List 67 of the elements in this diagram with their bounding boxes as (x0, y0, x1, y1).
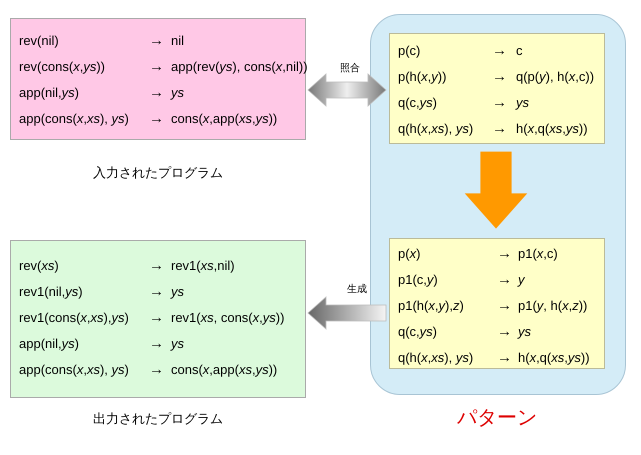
arrow-sign: → (149, 31, 165, 51)
rule-term: app(nil,ys) (19, 335, 80, 353)
pattern-panel (370, 14, 626, 395)
rule-term: ys (171, 84, 185, 102)
arrow-sign: → (149, 282, 165, 302)
rule-term: c (516, 42, 524, 60)
rule-term: rev(nil) (19, 32, 60, 50)
rule-term: app(cons(x,xs), ys) (19, 361, 130, 379)
block-arrow (307, 73, 387, 107)
arrow-sign: → (497, 348, 513, 368)
arrow-sign: → (149, 83, 165, 103)
rule-term: p1(y, h(x,z)) (518, 297, 588, 315)
arrow-sign: → (497, 244, 513, 264)
arrow-sign: → (492, 93, 508, 113)
rule-term: nil (171, 32, 186, 50)
rule-term: ys (171, 283, 185, 301)
arrow-sign: → (492, 119, 508, 139)
rule-term: app(cons(x,xs), ys) (19, 110, 130, 128)
rule-term: rev(cons(x,ys)) (19, 58, 106, 76)
rule-term: p1(c,y) (398, 271, 439, 289)
program-box (10, 18, 306, 140)
rule-term: rev1(nil,ys) (19, 283, 84, 301)
rule-term: h(x,q(xs,ys)) (518, 349, 591, 367)
rule-term: ys (171, 335, 185, 353)
rule-term: q(c,ys) (398, 323, 438, 341)
edge-label: 生成 (346, 282, 368, 296)
rule-term: p(x) (398, 245, 422, 263)
block-arrow (307, 296, 386, 330)
rule-term: p1(h(x,y),z) (398, 297, 465, 315)
rule-term: rev1(xs,nil) (171, 257, 236, 275)
box-label: 入力されたプログラム (93, 164, 223, 182)
rule-term: cons(x,app(xs,ys)) (171, 361, 278, 379)
rule-term: cons(x,app(xs,ys)) (171, 110, 278, 128)
rule-term: h(x,q(xs,ys)) (516, 120, 589, 138)
rule-term: ys (516, 94, 530, 112)
rule-term: q(p(y), h(x,c)) (516, 68, 596, 86)
rule-term: y (518, 271, 526, 289)
rule-term: ys (518, 323, 532, 341)
arrow-sign: → (149, 256, 165, 276)
program-box (10, 240, 306, 398)
rule-term: q(h(x,xs), ys) (398, 349, 474, 367)
arrow-sign: → (497, 270, 513, 290)
rule-term: app(nil,ys) (19, 84, 80, 102)
pattern-box (389, 238, 605, 369)
edge-label: 照合 (339, 61, 361, 75)
arrow-sign: → (492, 67, 508, 87)
rule-term: rev1(xs, cons(x,ys)) (171, 309, 286, 327)
arrow-sign: → (149, 334, 165, 354)
rule-term: p(h(x,y)) (398, 68, 448, 86)
block-arrow (464, 152, 528, 229)
rule-term: rev(xs) (19, 257, 60, 275)
arrow-sign: → (497, 322, 513, 342)
arrow-sign: → (149, 308, 165, 328)
box-label: 出力されたプログラム (93, 410, 223, 428)
rule-term: p(c) (398, 42, 422, 60)
arrow-sign: → (149, 360, 165, 380)
box-label: パターン (457, 406, 537, 431)
arrow-sign: → (492, 41, 508, 61)
rule-term: q(c,ys) (398, 94, 438, 112)
arrow-sign: → (149, 109, 165, 129)
rule-term: app(rev(ys), cons(x,nil)) (171, 58, 308, 76)
rule-term: rev1(cons(x,xs),ys) (19, 309, 130, 327)
rule-term: p1(x,c) (518, 245, 559, 263)
rule-term: q(h(x,xs), ys) (398, 120, 474, 138)
arrow-sign: → (149, 57, 165, 77)
pattern-box (389, 33, 605, 144)
arrow-sign: → (497, 296, 513, 316)
